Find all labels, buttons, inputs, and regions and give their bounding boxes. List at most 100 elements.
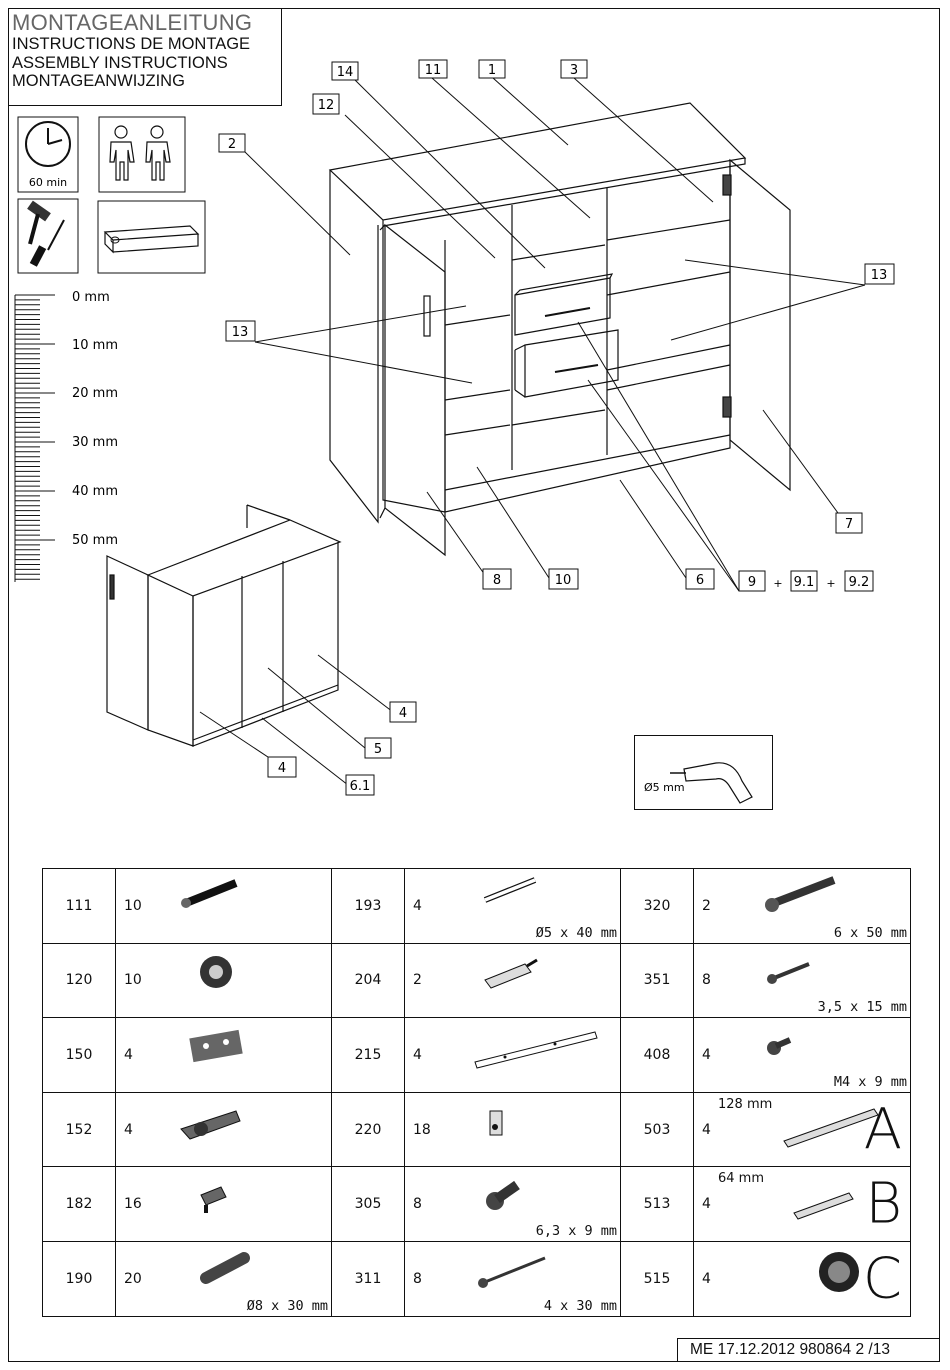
callout-9: 9 <box>748 575 756 590</box>
part-item: 2 <box>404 942 621 1019</box>
part-code: 351 <box>620 942 694 1019</box>
callout-12: 12 <box>318 98 335 113</box>
callout-4-right: 4 <box>399 706 407 721</box>
part-code: 190 <box>42 1240 116 1317</box>
callout-4-bottom: 4 <box>278 761 286 776</box>
part-code: 111 <box>42 868 116 944</box>
part-code: 215 <box>331 1017 405 1093</box>
callout-14: 14 <box>337 65 354 80</box>
part-item: 4 <box>404 1017 621 1093</box>
callout-9-1: 9.1 <box>794 575 815 590</box>
part-item: 20 Ø8 x 30 mm <box>115 1240 332 1317</box>
part-code: 408 <box>620 1017 694 1093</box>
callout-11: 11 <box>425 63 442 78</box>
part-item: 4 <box>115 1091 332 1168</box>
part-item: 4 Ø5 x 40 mm <box>404 868 621 944</box>
part-code: 320 <box>620 868 694 944</box>
time-label: 60 min <box>29 176 67 189</box>
part-item: 10 <box>115 868 332 944</box>
handle-long-icon <box>783 1108 879 1148</box>
part-code: 193 <box>331 868 405 944</box>
part-code: 182 <box>42 1166 116 1242</box>
shelf-support-icon <box>484 958 538 989</box>
callout-2: 2 <box>228 137 236 152</box>
callout-5: 5 <box>374 742 382 757</box>
long-screw-icon <box>478 1256 546 1288</box>
two-person-icon <box>98 116 186 193</box>
part-code: 311 <box>331 1240 405 1317</box>
part-dimension: 64 mm <box>718 1171 765 1187</box>
ruler-label-10: 10 mm <box>72 338 118 353</box>
part-qty: 8 <box>413 1270 422 1287</box>
part-code: 150 <box>42 1017 116 1093</box>
part-code: 120 <box>42 942 116 1019</box>
part-qty: 16 <box>124 1196 142 1213</box>
part-item: 10 <box>115 942 332 1019</box>
connector-screw-icon <box>486 1181 520 1211</box>
ruler: 0 mm 10 mm 20 mm 30 mm 40 mm 50 mm <box>14 290 118 582</box>
cabinet-back-drawing: 4 4 5 6.1 <box>106 504 417 796</box>
ruler-label-40: 40 mm <box>72 484 118 499</box>
handle-type-letter: A <box>863 1097 902 1163</box>
part-code: 513 <box>620 1166 694 1242</box>
screw-icon <box>767 961 810 984</box>
part-qty: 4 <box>413 897 422 914</box>
part-item: 4 A 128 mm <box>693 1091 911 1168</box>
part-qty: 2 <box>413 972 422 989</box>
pin-icon <box>483 877 537 903</box>
part-qty: 20 <box>124 1270 142 1287</box>
part-item: 18 <box>404 1091 621 1168</box>
drill-box: Ø5 mm <box>634 735 773 810</box>
part-code: 204 <box>331 942 405 1019</box>
ruler-label-50: 50 mm <box>72 533 118 548</box>
plus-1: + <box>773 577 782 590</box>
callout-6: 6 <box>696 573 704 588</box>
dowel-connector-icon <box>181 879 238 908</box>
part-qty: 2 <box>702 897 711 914</box>
part-dimension: M4 x 9 mm <box>833 1073 907 1090</box>
part-dimension: Ø5 x 40 mm <box>535 924 617 941</box>
part-dimension: 128 mm <box>718 1096 773 1112</box>
bracket-icon <box>489 1110 503 1136</box>
part-qty: 4 <box>702 1196 711 1213</box>
part-code: 515 <box>620 1240 694 1317</box>
part-code: 305 <box>331 1166 405 1242</box>
part-qty: 8 <box>702 972 711 989</box>
part-code: 152 <box>42 1091 116 1168</box>
title-en: ASSEMBLY INSTRUCTIONS <box>12 53 228 72</box>
shelf-pin-icon <box>200 1186 227 1214</box>
handle-type-letter: C <box>862 1246 902 1312</box>
ruler-label-20: 20 mm <box>72 386 118 401</box>
clock-icon: 60 min <box>17 116 79 193</box>
cam-lock-icon <box>200 955 232 988</box>
info-icons: 60 min <box>17 116 206 274</box>
ruler-label-0: 0 mm <box>72 290 110 305</box>
part-code: 503 <box>620 1091 694 1168</box>
bolt-icon <box>765 876 836 912</box>
callout-6-1: 6.1 <box>350 779 371 794</box>
title-block: MONTAGEANLEITUNG INSTRUCTIONS DE MONTAGE… <box>8 8 282 106</box>
part-qty: 4 <box>413 1046 422 1063</box>
part-dimension: 6,3 x 9 mm <box>535 1222 617 1239</box>
knob-icon <box>819 1251 859 1292</box>
drawer-rail-icon <box>474 1031 598 1069</box>
callout-3: 3 <box>570 63 578 78</box>
callout-8: 8 <box>493 573 501 588</box>
part-dimension: Ø8 x 30 mm <box>246 1297 328 1314</box>
part-qty: 4 <box>702 1121 711 1138</box>
part-qty: 10 <box>124 897 142 914</box>
part-qty: 4 <box>702 1270 711 1287</box>
footer-doc-id: ME 17.12.2012 980864 2 /13 <box>677 1338 940 1362</box>
